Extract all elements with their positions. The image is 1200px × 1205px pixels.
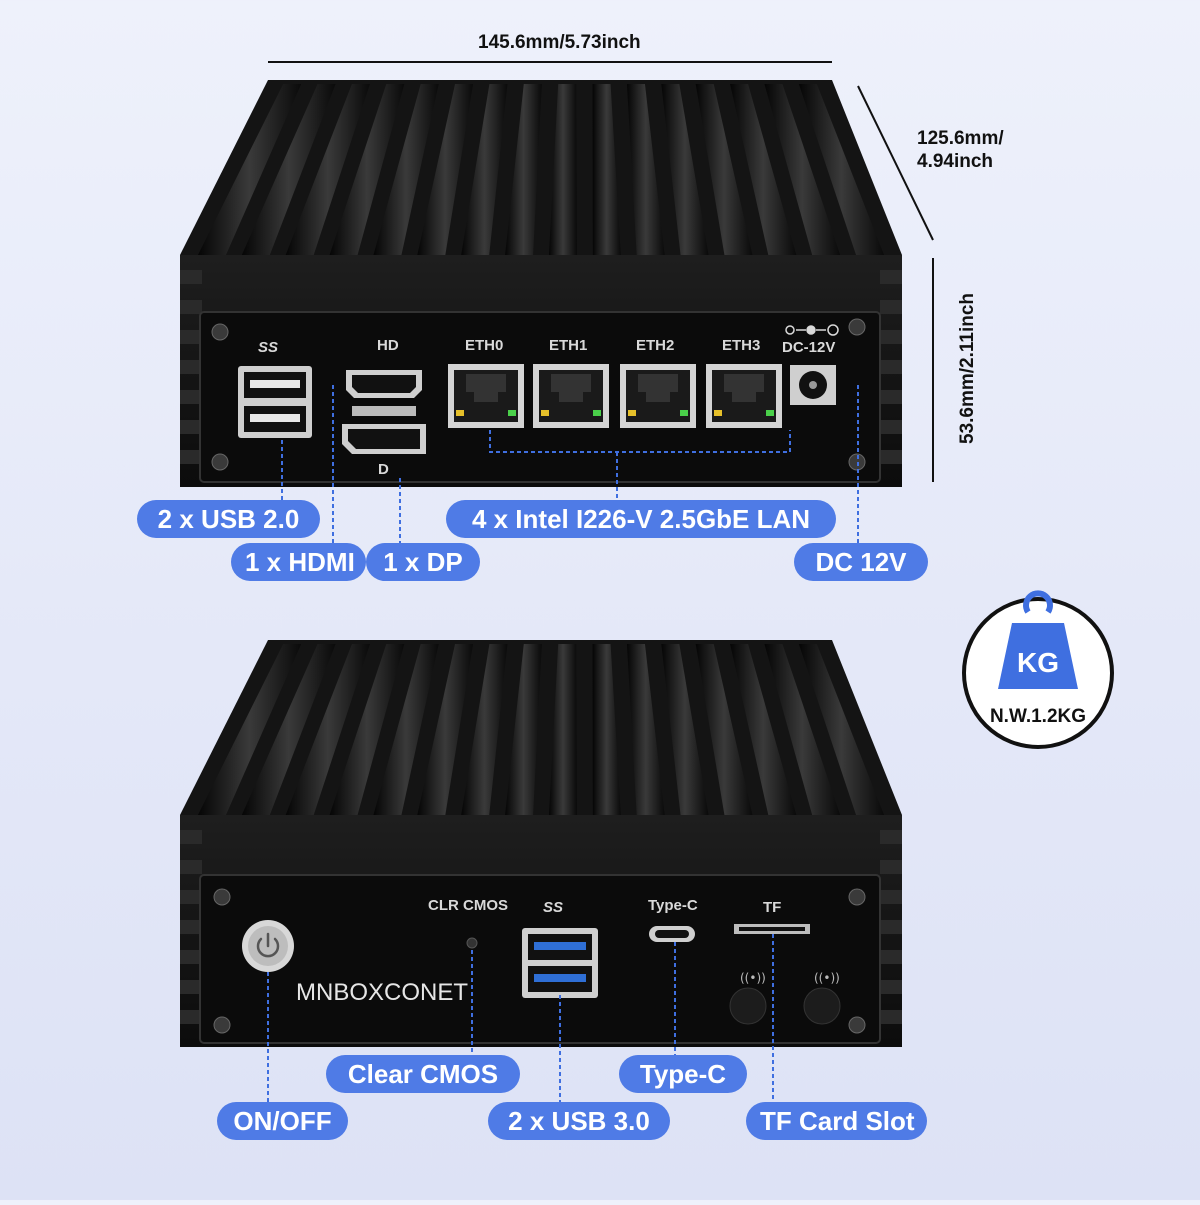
front-device: SS HD ETH0 ETH1 ETH2 ETH3 DC-12V xyxy=(180,80,902,487)
heatsink-fin xyxy=(592,84,621,255)
heatsink-fin xyxy=(373,84,439,255)
rj45-port[interactable] xyxy=(533,364,609,428)
heatsink-fin xyxy=(548,84,577,255)
clr-cmos-hole[interactable] xyxy=(466,937,478,949)
callout-on-off: ON/OFF xyxy=(217,1102,348,1140)
displayport-port[interactable] xyxy=(342,424,426,454)
typec-label: Type-C xyxy=(648,897,698,914)
antenna-right: ((•)) xyxy=(803,971,841,1025)
callout-usb3: 2 x USB 3.0 xyxy=(488,1102,670,1140)
callout-dc: DC 12V xyxy=(794,543,928,581)
antenna-left: ((•)) xyxy=(729,971,767,1025)
net-weight: N.W.1.2KG xyxy=(990,706,1086,727)
usb3-port-stack[interactable] xyxy=(522,928,598,998)
heatsink-fin xyxy=(730,84,797,255)
heatsink-fin xyxy=(285,644,370,815)
tf-card-slot[interactable] xyxy=(734,924,810,934)
svg-text:((•)): ((•)) xyxy=(814,971,840,985)
dp-logo: D xyxy=(378,461,389,478)
typec-port[interactable] xyxy=(649,926,695,942)
eth2-label: ETH2 xyxy=(636,337,674,354)
width-dimension: 145.6mm/5.73inch xyxy=(478,32,641,53)
heatsink-fin xyxy=(661,644,709,815)
eth0-label: ETH0 xyxy=(465,337,503,354)
dc-jack[interactable] xyxy=(790,365,836,405)
heatsink-fin xyxy=(197,84,302,255)
callout-usb2: 2 x USB 2.0 xyxy=(137,500,320,538)
heatsink-fin xyxy=(764,644,841,815)
power-button[interactable] xyxy=(242,920,294,972)
rj45-port[interactable] xyxy=(448,364,524,428)
rear-device: MNBOXCONET CLR CMOS SS Type-C TF ((•)) xyxy=(180,640,902,1047)
heatsink-fin xyxy=(505,84,542,255)
heatsink-fins xyxy=(197,84,885,255)
tf-label: TF xyxy=(763,899,781,916)
callout-dp: 1 x DP xyxy=(366,543,480,581)
callout-clear-cmos: Clear CMOS xyxy=(326,1055,520,1093)
clr-cmos-label: CLR CMOS xyxy=(428,897,508,914)
usb2-port-stack[interactable] xyxy=(238,366,312,438)
hdmi-port[interactable] xyxy=(346,370,422,398)
heatsink-fin xyxy=(461,644,508,815)
usb-ss-logo: SS xyxy=(258,339,278,356)
heatsink-fin xyxy=(695,84,753,255)
heatsink-fin xyxy=(798,84,885,255)
heatsink-fin xyxy=(626,644,665,815)
kettlebell-icon xyxy=(998,590,1078,689)
dc-label: DC-12V xyxy=(782,339,835,356)
callout-typec: Type-C xyxy=(619,1055,747,1093)
heatsink-fin xyxy=(764,84,841,255)
heatsink-fin xyxy=(461,84,508,255)
heatsink-fin xyxy=(730,644,797,815)
heatsink-fin xyxy=(241,644,336,815)
heatsink-fin xyxy=(241,84,336,255)
hdmi-logo: HD xyxy=(377,337,399,354)
heatsink-fin xyxy=(329,84,405,255)
heatsink-fin xyxy=(285,84,370,255)
power-icon xyxy=(256,932,280,958)
heatsink-fin xyxy=(329,644,405,815)
callout-tf-card: TF Card Slot xyxy=(746,1102,927,1140)
heatsink-fin xyxy=(417,644,474,815)
heatsink-fin xyxy=(197,644,302,815)
usb-ss-logo: SS xyxy=(543,899,563,916)
heatsink-fin xyxy=(695,644,753,815)
heatsink-fin xyxy=(661,84,709,255)
heatsink-fin xyxy=(417,84,474,255)
heatsink-fin xyxy=(592,644,621,815)
heatsink-fin xyxy=(373,644,439,815)
weight-badge: KG N.W.1.2KG xyxy=(962,590,1114,749)
weight-icon-text: KG xyxy=(1017,647,1059,678)
dc-polarity-icon xyxy=(785,324,839,336)
height-dimension: 53.6mm/2.11inch xyxy=(957,292,978,444)
heatsink-fin xyxy=(505,644,542,815)
heatsink-fin xyxy=(548,644,577,815)
eth1-label: ETH1 xyxy=(549,337,587,354)
rj45-port[interactable] xyxy=(706,364,782,428)
rj45-port[interactable] xyxy=(620,364,696,428)
heatsink-fins xyxy=(197,644,885,815)
callout-lan: 4 x Intel I226-V 2.5GbE LAN xyxy=(446,500,836,538)
heatsink-fin xyxy=(798,644,885,815)
brand-name: MNBOXCONET xyxy=(296,979,468,1006)
eth3-label: ETH3 xyxy=(722,337,760,354)
depth-dimension-line2: 4.94inch xyxy=(917,151,994,172)
depth-dimension-line1: 125.6mm/ xyxy=(917,128,1004,149)
callout-hdmi: 1 x HDMI xyxy=(231,543,366,581)
heatsink-fin xyxy=(626,84,665,255)
svg-text:((•)): ((•)) xyxy=(740,971,766,985)
ethernet-ports[interactable] xyxy=(448,364,782,428)
